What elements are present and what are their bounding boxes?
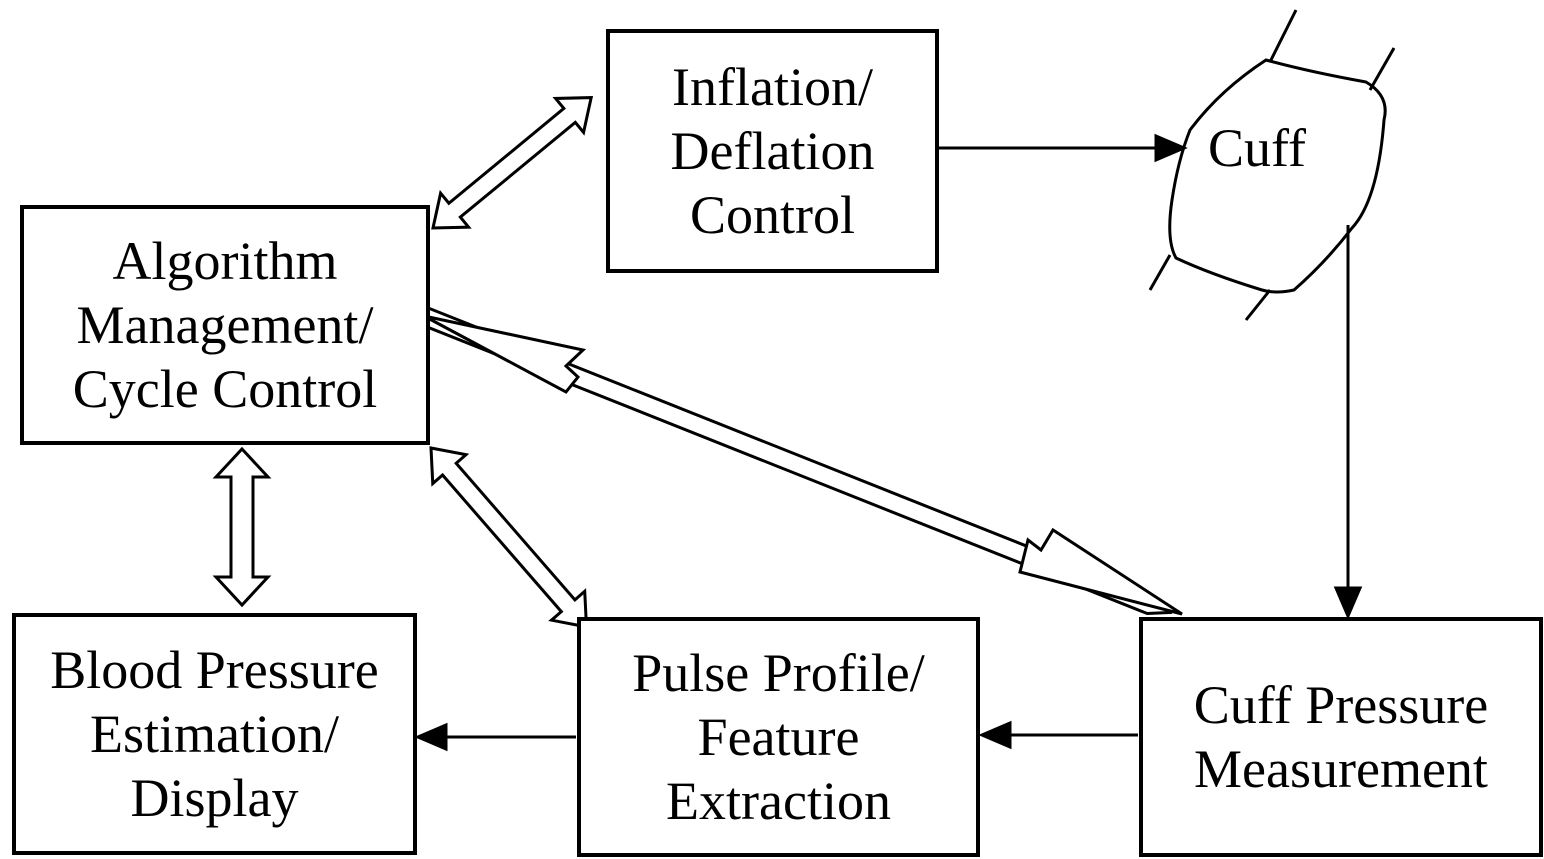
cuff-label: Cuff: [1208, 118, 1307, 178]
cuff-pressure-line-2: Measurement: [1194, 739, 1488, 799]
double-arrow-algorithm-bp: [212, 446, 272, 608]
algorithm-management-block: Algorithm Management/ Cycle Control: [20, 205, 430, 445]
arm-line-lower-right: [1244, 289, 1272, 321]
arm-line-upper-right: [1368, 47, 1396, 91]
inflation-line-1: Inflation/: [672, 57, 873, 117]
inflation-deflation-block: Inflation/ Deflation Control: [606, 29, 939, 273]
cuff-outline: [1168, 58, 1387, 294]
arrow-measurement-to-pulse-head: [978, 720, 1012, 750]
arrow-cuff-to-measurement-head: [1333, 586, 1363, 620]
pulse-line-2: Feature: [697, 707, 860, 767]
pulse-line-3: Extraction: [666, 771, 891, 831]
algorithm-line-3: Cycle Control: [72, 359, 378, 419]
bp-line-1: Blood Pressure: [50, 640, 379, 700]
bp-line-3: Display: [130, 768, 299, 828]
arm-line-upper-left: [1268, 9, 1298, 63]
double-arrow-algorithm-inflation: [431, 96, 594, 230]
algorithm-line-1: Algorithm: [112, 231, 338, 291]
cuff-pressure-line-1: Cuff Pressure: [1193, 675, 1489, 735]
pulse-line-1: Pulse Profile/: [632, 643, 925, 703]
double-arrow-algorithm-pulse: [429, 446, 589, 629]
signal-arrows: [414, 133, 1363, 752]
arm-line-lower-left: [1148, 254, 1172, 291]
algorithm-line-2: Management/: [76, 295, 374, 355]
cuff-pressure-measurement-block: Cuff Pressure Measurement: [1139, 617, 1543, 857]
bidirectional-arrows: [212, 96, 1173, 629]
long-arrow-head-left: [423, 314, 587, 394]
bp-line-2: Estimation/: [90, 704, 339, 764]
long-arrow-head-right: [1018, 527, 1183, 616]
inflation-line-2: Deflation: [670, 121, 875, 181]
long-arrow-heads: [423, 314, 1183, 616]
arrow-inflation-to-cuff-head: [1154, 133, 1188, 163]
inflation-line-3: Control: [689, 185, 855, 245]
blood-pressure-estimation-block: Blood Pressure Estimation/ Display: [12, 613, 417, 855]
cuff-illustration: [1148, 9, 1396, 321]
arrow-pulse-to-bp-head: [414, 722, 448, 752]
pulse-profile-block: Pulse Profile/ Feature Extraction: [577, 617, 980, 857]
